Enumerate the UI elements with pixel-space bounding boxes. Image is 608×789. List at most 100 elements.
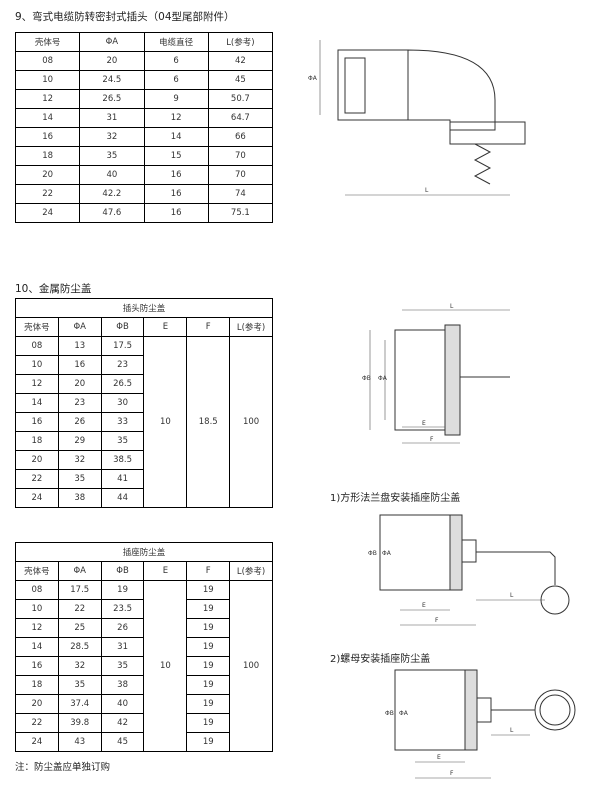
table-cell: 08 <box>15 580 59 600</box>
table-caption: 插座防尘盖 <box>15 542 273 562</box>
table-cell: 10 <box>14 70 81 90</box>
table-cell: 24.5 <box>79 70 145 90</box>
table-cell: 30 <box>100 393 145 413</box>
table-cell: 35 <box>57 469 102 489</box>
dia-a-label: ΦA <box>399 710 409 717</box>
table-cell: 13 <box>57 336 102 356</box>
section-9-title: 9、弯式电缆防转密封式插头（04型尾部附件） <box>15 11 235 23</box>
table-cell: 08 <box>14 51 81 71</box>
table-cell: 45 <box>100 732 145 752</box>
table-cell: 22 <box>15 713 59 733</box>
flange-caption: 1)方形法兰盘安装插座防尘盖 <box>330 493 461 504</box>
table-caption: 插头防尘盖 <box>15 298 273 318</box>
table-cell: 32 <box>57 450 102 470</box>
table-cell: 32 <box>79 127 145 147</box>
table-cell: 22 <box>57 599 102 619</box>
table-cell: 20 <box>14 165 81 185</box>
table-cell: 17.5 <box>57 580 102 600</box>
table-cell: 16 <box>57 355 102 375</box>
table-cell: 16 <box>143 165 209 185</box>
table-cell: 18 <box>15 431 59 451</box>
nut-caption: 2)螺母安装插座防尘盖 <box>330 654 431 665</box>
table-cell: 38 <box>100 675 145 695</box>
f-label: F <box>435 617 439 624</box>
table-cell: 14 <box>15 393 59 413</box>
table-cell: 16 <box>15 412 59 432</box>
table-cell: 50.7 <box>207 89 274 109</box>
table-cell: 74 <box>207 184 274 204</box>
table-cell: 14 <box>14 108 81 128</box>
table-cell: 33 <box>100 412 145 432</box>
table-cell: 14 <box>143 127 209 147</box>
table-cell: 20 <box>15 694 59 714</box>
table-cell: 17.5 <box>100 336 145 356</box>
column-header: 壳体号 <box>14 32 81 52</box>
dia-b-label: ΦB <box>368 550 377 557</box>
table-cell: 41 <box>100 469 145 489</box>
table-cell: 19 <box>186 694 231 714</box>
table-row: 插座防尘盖 <box>15 542 273 562</box>
table-cell: 12 <box>15 618 59 638</box>
table-cell: 42.2 <box>79 184 145 204</box>
table-cell: 6 <box>143 70 209 90</box>
l-label: L <box>450 303 454 310</box>
column-header: ΦB <box>100 317 145 337</box>
table-cell: 20 <box>57 374 102 394</box>
l-label: L <box>510 727 514 734</box>
column-header: ΦA <box>57 317 102 337</box>
merged-cell-l: 100 <box>229 580 273 752</box>
table-cell: 19 <box>186 732 231 752</box>
table-cell: 24 <box>15 488 59 508</box>
table-cell: 24 <box>14 203 81 223</box>
table-cell: 35 <box>100 656 145 676</box>
table-cell: 40 <box>79 165 145 185</box>
table-cell: 12 <box>143 108 209 128</box>
table-cell: 19 <box>186 580 231 600</box>
table-cell: 37.4 <box>57 694 102 714</box>
section-10-title: 10、金属防尘盖 <box>15 283 92 295</box>
table-cell: 16 <box>143 184 209 204</box>
column-header: ΦA <box>57 561 102 581</box>
table-cell: 19 <box>186 637 231 657</box>
column-header: E <box>143 317 188 337</box>
column-header: F <box>186 561 231 581</box>
dia-a-label: ΦA <box>382 550 392 557</box>
table-cell: 28.5 <box>57 637 102 657</box>
table-cell: 22 <box>15 469 59 489</box>
table-cell: 44 <box>100 488 145 508</box>
table-cell: 70 <box>207 165 274 185</box>
e-label: E <box>422 602 426 609</box>
dia-a-label: ΦA <box>308 75 318 82</box>
column-header: F <box>186 317 231 337</box>
table-cell: 15 <box>143 146 209 166</box>
f-label: F <box>450 770 454 777</box>
table-cell: 16 <box>14 127 81 147</box>
table-cell: 43 <box>57 732 102 752</box>
table-cell: 66 <box>207 127 274 147</box>
dia-a-label: ΦA <box>378 375 388 382</box>
column-header: 壳体号 <box>15 561 59 581</box>
table-cell: 26.5 <box>100 374 145 394</box>
length-l-label: L <box>425 187 429 194</box>
table-cell: 19 <box>186 618 231 638</box>
merged-cell-e: 10 <box>143 336 188 508</box>
table-cell: 19 <box>186 656 231 676</box>
table-cell: 18 <box>15 675 59 695</box>
column-header: ΦA <box>79 32 145 52</box>
bent-plug-drawing: ΦA L <box>308 40 526 196</box>
table-cell: 35 <box>100 431 145 451</box>
table-cell: 19 <box>186 675 231 695</box>
